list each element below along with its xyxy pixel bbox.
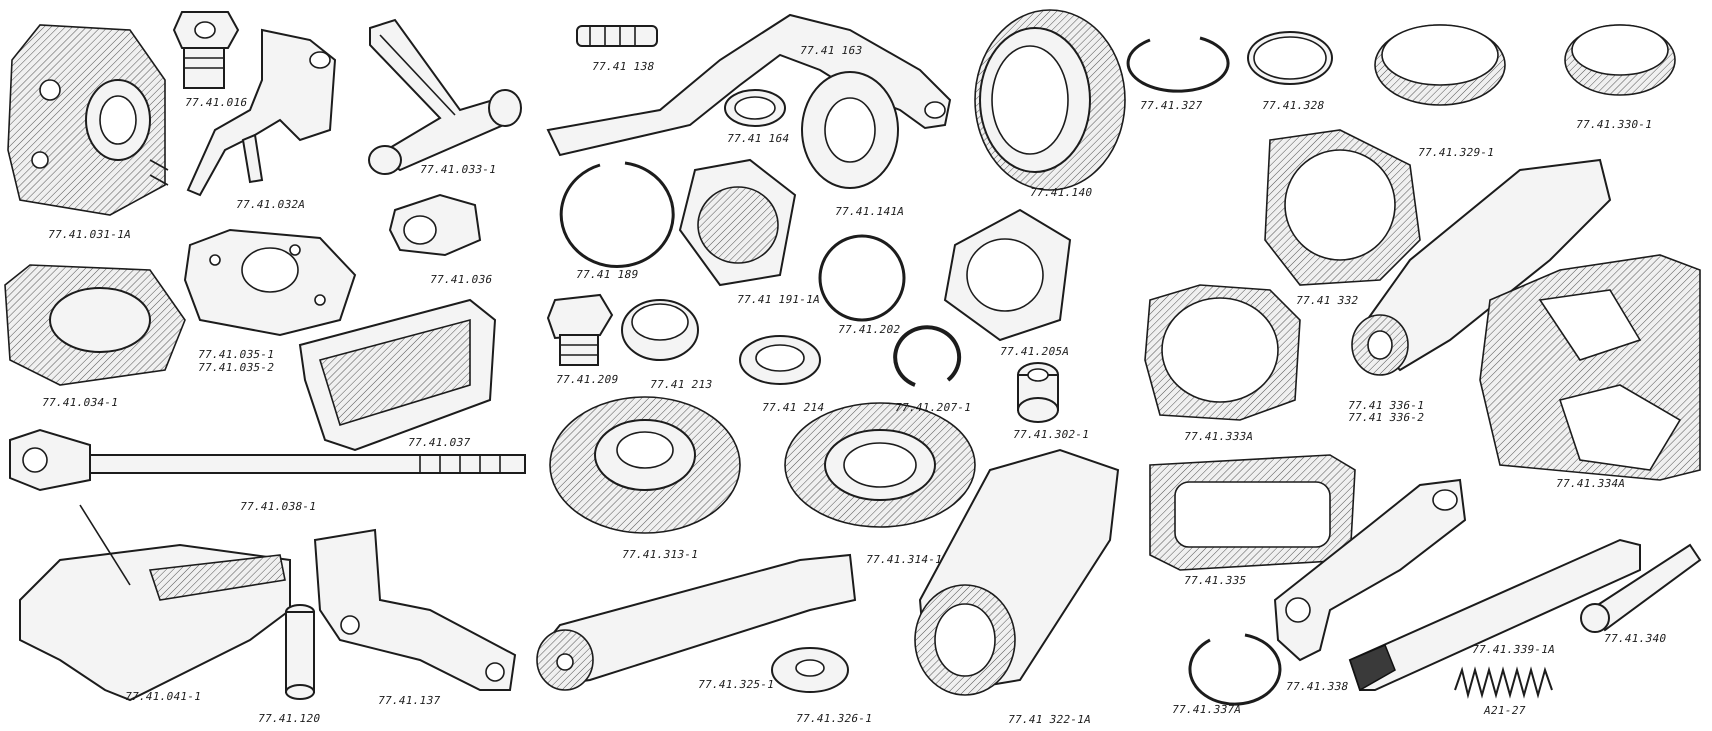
o-ring-drawing: [1247, 31, 1333, 85]
part-label: 77.41.034-1: [40, 396, 120, 409]
part-label: 77.41.140: [1028, 186, 1094, 199]
part-label: 77.41 336-2: [1346, 411, 1426, 424]
stud-drawing: [576, 25, 658, 47]
slotted-nut-drawing: [621, 299, 699, 361]
part-label: 77.41.205A: [998, 345, 1071, 358]
part-label: 77.41.326-1: [794, 712, 874, 725]
part-label: 77.41.141A: [833, 205, 906, 218]
guard-shield-drawing: [19, 504, 291, 702]
part-label: 77.41.035-2: [196, 361, 276, 374]
part-label: 77.41.038-1: [238, 500, 318, 513]
output-shaft-drawing: [1351, 158, 1612, 376]
part-label: 77.41 189: [574, 268, 640, 281]
part-label: 77.41.330-1: [1574, 118, 1654, 131]
part-label: 77.41.035-1: [196, 348, 276, 361]
part-label: 77.41.328: [1260, 99, 1326, 112]
pin-drawing: [285, 604, 315, 700]
coil-spring-drawing: [1454, 666, 1553, 699]
retaining-ring-drawing: [818, 234, 906, 322]
rectangular-gasket-drawing: [1149, 454, 1356, 571]
part-label: 77.41.209: [554, 373, 620, 386]
part-label: 77.41.032A: [234, 198, 307, 211]
selector-lever-drawing: [1273, 478, 1467, 662]
part-label: 77.41 214: [760, 401, 826, 414]
part-label: 77.41.031-1A: [46, 228, 133, 241]
part-label: 77.41.314-1: [864, 553, 944, 566]
snap-ring-drawing: [559, 161, 675, 268]
housing-drawing: [7, 24, 169, 216]
part-label: 77.41 164: [725, 132, 791, 145]
part-label: 77.41.302-1: [1011, 428, 1091, 441]
part-label: 77.41.313-1: [620, 548, 700, 561]
small-ring-drawing: [724, 89, 786, 127]
part-label: 77.41.137: [376, 694, 442, 707]
part-label: 77.41 163: [798, 44, 864, 57]
guide-pin-drawing: [1580, 543, 1702, 633]
pentagon-gasket-drawing: [943, 208, 1072, 342]
seal-ring-drawing: [801, 71, 899, 189]
part-label: 77.41.041-1: [123, 690, 203, 703]
lock-washer-drawing: [739, 335, 821, 385]
part-label: 77.41 213: [648, 378, 714, 391]
part-label: 77.41.325-1: [696, 678, 776, 691]
part-label: 77.41.037: [406, 436, 472, 449]
mounting-plate-drawing: [1479, 254, 1701, 481]
part-label: 77.41.120: [256, 712, 322, 725]
bushing-drawing: [1017, 362, 1059, 423]
part-label: A21-27: [1482, 704, 1527, 717]
bracket-drawing: [313, 528, 517, 691]
round-gasket-drawing: [1264, 129, 1421, 286]
circlip-drawing: [1126, 36, 1230, 93]
open-clip-drawing: [893, 325, 962, 387]
part-label: 77.41.340: [1602, 632, 1668, 645]
flat-washer-drawing: [771, 647, 849, 693]
shift-fork-drawing: [186, 28, 337, 197]
part-label: 77.41.202: [836, 323, 902, 336]
drain-plug-drawing: [546, 293, 614, 366]
bracket-sleeve-drawing: [388, 193, 482, 257]
flange-gasket-drawing: [1144, 284, 1301, 421]
gear-wheel-drawing: [784, 402, 976, 528]
part-label: 77.41.339-1A: [1470, 643, 1557, 656]
synchro-ring-large-drawing: [1374, 24, 1506, 106]
part-label: 77.41.337A: [1170, 703, 1243, 716]
part-label: 77.41.036: [428, 273, 494, 286]
part-label: 77.41.333A: [1182, 430, 1255, 443]
part-label: 77.41.327: [1138, 99, 1204, 112]
shift-lever-drawing: [546, 13, 952, 157]
part-label: 77.41.334A: [1554, 477, 1627, 490]
large-gear-drawing: [549, 396, 741, 534]
part-label: 77.41.329-1: [1416, 146, 1496, 159]
oil-pan-drawing: [298, 298, 497, 452]
plug-bolt-drawing: [172, 11, 240, 89]
part-label: 77.41 191-1A: [735, 293, 822, 306]
splined-shaft-drawing: [536, 553, 857, 691]
cover-plate-drawing: [183, 228, 357, 337]
part-label: 77.41 332: [1294, 294, 1360, 307]
ring-gear-drawing: [974, 9, 1126, 191]
part-label: 77.41.338: [1284, 680, 1350, 693]
tie-rod-drawing: [9, 428, 526, 492]
rear-cover-drawing: [4, 264, 186, 386]
part-label: 77.41.016: [183, 96, 249, 109]
part-label: 77.41 138: [590, 60, 656, 73]
part-label: 77.41.033-1: [418, 163, 498, 176]
part-label: 77.41.207-1: [893, 401, 973, 414]
splined-hub-drawing: [914, 448, 1120, 696]
snap-ring-small-drawing: [1188, 633, 1282, 706]
part-label: 77.41.335: [1182, 574, 1248, 587]
synchro-ring-drawing: [1564, 24, 1676, 96]
pentagon-cover-drawing: [678, 158, 797, 287]
lever-shaft-drawing: [368, 18, 522, 175]
selector-shaft-drawing: [1348, 538, 1641, 692]
part-label: 77.41 322-1A: [1006, 713, 1093, 726]
